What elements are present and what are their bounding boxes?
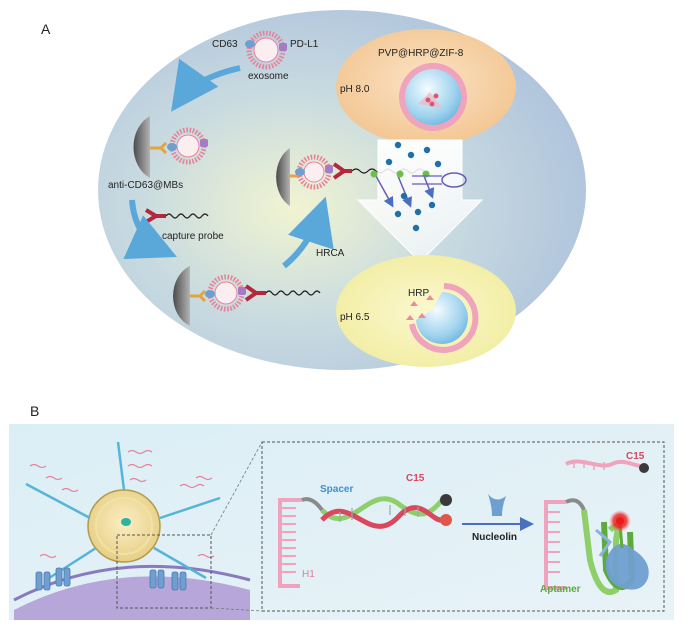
panel-a-label: A	[41, 21, 51, 37]
bead-amplification	[276, 148, 425, 206]
detail-box	[261, 441, 665, 612]
c15-released-label: C15	[626, 451, 645, 462]
zif8-particle	[399, 63, 467, 131]
c15-label: C15	[406, 473, 425, 484]
release-arrow	[356, 139, 484, 263]
exosome-label: exosome	[248, 71, 289, 82]
ph-6-5-oval	[336, 255, 516, 367]
ph-high-label: pH 8.0	[340, 84, 370, 95]
panel-b-label: B	[30, 403, 39, 419]
aptamer-complex	[544, 498, 649, 595]
h1-construct	[278, 494, 452, 588]
bead-with-exosome	[133, 116, 208, 178]
aptamer-label: Aptamer	[540, 584, 581, 595]
hrp-label: HRP	[408, 288, 429, 299]
pdl1-label: PD-L1	[290, 39, 319, 50]
zoom-box	[116, 534, 212, 609]
arrow-bead-to-probe	[123, 199, 177, 260]
arrow-to-hrca	[282, 196, 334, 269]
ph-low-label: pH 6.5	[340, 312, 370, 323]
panel-a: A CD63 PD-L1 exosome anti-CD63@MBs	[41, 10, 586, 370]
nucleolin-icon	[488, 494, 506, 516]
h1-label: H1	[302, 569, 315, 580]
degraded-particle	[406, 283, 479, 353]
capture-probe-label: capture probe	[162, 231, 224, 242]
hrca-products	[370, 170, 467, 208]
arrow-exosome-to-bead	[171, 58, 241, 112]
hrca-label: HRCA	[316, 248, 345, 259]
cell-illustration	[13, 441, 251, 620]
zoom-line-top	[210, 441, 263, 536]
beads-label: anti-CD63@MBs	[108, 180, 183, 191]
particle-label: PVP@HRP@ZIF-8	[378, 48, 464, 59]
released-c15	[565, 459, 649, 473]
bead-exosome-probe	[173, 266, 321, 326]
hrp-dots	[385, 141, 442, 232]
spacer-label: Spacer	[320, 484, 353, 495]
exosome-top	[245, 30, 287, 70]
zoom-line-bottom	[210, 607, 263, 612]
cd63-label: CD63	[212, 39, 238, 50]
nucleolin-label: Nucleolin	[472, 532, 517, 543]
panel-b: B	[9, 403, 674, 620]
